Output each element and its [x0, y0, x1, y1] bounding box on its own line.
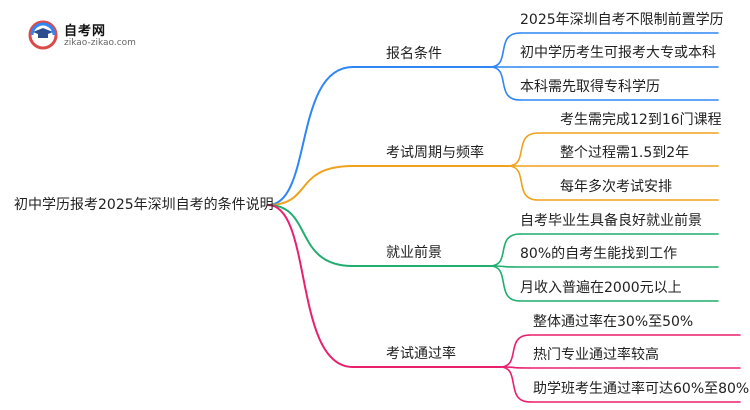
branch-label-exam-cycle: 考试周期与频率	[386, 145, 484, 161]
branch-leaf-link	[489, 66, 521, 101]
root-branch-link	[267, 165, 354, 206]
site-logo[interactable]: 自考网 zikao-zikao.com	[28, 18, 148, 54]
branch-label-registration: 报名条件	[386, 46, 442, 62]
branch-leaf-link	[507, 165, 539, 201]
branch-leaf-link	[499, 334, 531, 368]
leaf-text: 助学班考生通过率可达60%至80%	[533, 381, 750, 397]
leaf-text: 整体通过率在30%至50%	[533, 314, 694, 330]
leaf-text: 整个过程需1.5到2年	[560, 145, 690, 161]
branch-leaf-link	[489, 233, 521, 267]
leaf-text: 热门专业通过率较高	[533, 347, 659, 363]
leaf-text: 2025年深圳自考不限制前置学历	[520, 12, 724, 28]
root-branch-link	[267, 204, 354, 267]
leaf-text: 考生需完成12到16门课程	[560, 112, 722, 128]
branch-label-employment: 就业前景	[386, 245, 442, 261]
leaf-text: 自考毕业生具备良好就业前景	[520, 213, 702, 229]
leaf-text: 本科需先取得专科学历	[520, 79, 660, 95]
leaf-text: 初中学历考生可报考大专或本科	[520, 45, 716, 61]
branch-leaf-link	[489, 32, 521, 68]
root-branch-link	[267, 66, 354, 206]
leaf-text: 每年多次考试安排	[560, 179, 672, 195]
root-branch-link	[267, 204, 354, 368]
logo-url: zikao-zikao.com	[64, 38, 136, 48]
branch-leaf-link	[507, 132, 539, 167]
branch-label-pass-rate: 考试通过率	[386, 346, 456, 362]
branch-leaf-link	[499, 366, 531, 403]
graduation-cap-icon	[28, 20, 58, 50]
root-topic: 初中学历报考2025年深圳自考的条件说明	[14, 197, 274, 213]
branch-leaf-link	[489, 265, 521, 302]
leaf-text: 月收入普遍在2000元以上	[520, 280, 682, 296]
logo-title: 自考网	[64, 24, 107, 39]
leaf-text: 80%的自考生能找到工作	[520, 246, 678, 262]
